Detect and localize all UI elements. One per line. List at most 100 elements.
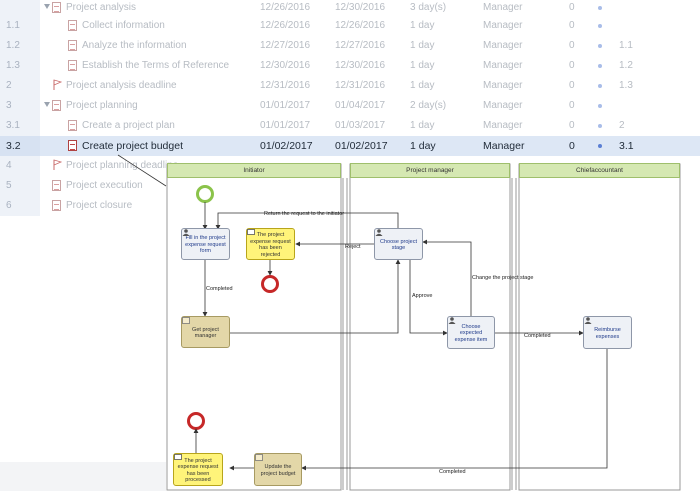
cell-cost: 0 (569, 2, 575, 13)
cell-resource: Manager (483, 100, 523, 111)
cell-resource: Manager (483, 40, 523, 51)
task-row[interactable]: 5 Project execution (0, 176, 700, 196)
row-number: 5 (0, 176, 40, 196)
task-choose-expense-item[interactable]: Choose expected expense item (447, 316, 495, 349)
task-icon (68, 60, 77, 71)
status-dot-icon (598, 24, 602, 28)
cell-duration: 1 day (410, 20, 435, 31)
row-number: 3 (0, 96, 40, 116)
user-icon (448, 317, 456, 324)
cell-end: 01/04/2017 (335, 100, 386, 111)
task-name[interactable]: Project execution (66, 180, 143, 191)
cell-resource: Manager (483, 2, 523, 13)
cell-end: 12/30/2016 (335, 60, 386, 71)
expand-collapse-icon[interactable] (44, 4, 50, 9)
flow-label-completed: Completed (206, 286, 233, 292)
task-row[interactable]: 1.3 Establish the Terms of Reference 12/30… (0, 56, 700, 76)
task-label: Fill in the project expense request form (185, 235, 226, 255)
task-name[interactable]: Project closure (66, 200, 133, 211)
user-icon (182, 229, 190, 236)
cell-cost: 0 (569, 100, 575, 111)
expand-collapse-icon[interactable] (44, 102, 50, 107)
status-dot-icon (598, 144, 602, 148)
task-name[interactable]: Create project budget (82, 140, 183, 152)
cell-duration: 2 day(s) (410, 100, 447, 111)
task-name[interactable]: Establish the Terms of Reference (82, 60, 230, 71)
task-icon (52, 2, 61, 13)
task-label: Get project manager (192, 326, 219, 340)
task-name[interactable]: Project planning (66, 100, 138, 111)
lane-header-project-manager: Project manager (350, 163, 510, 178)
task-request-processed[interactable]: The project expense request has been pro… (173, 453, 223, 486)
cell-end: 12/27/2016 (335, 40, 386, 51)
cell-pred: 1.1 (619, 40, 633, 51)
cell-duration: 1 day (410, 140, 436, 152)
row-number: 4 (0, 156, 40, 176)
task-name[interactable]: Analyze the information (82, 40, 187, 51)
status-dot-icon (598, 84, 602, 88)
cell-duration: 1 day (410, 80, 435, 91)
cell-start: 01/02/2017 (260, 140, 313, 152)
row-number: 3.1 (0, 116, 40, 136)
start-event[interactable] (196, 185, 214, 203)
task-icon (52, 180, 61, 191)
row-number (0, 0, 40, 18)
flow-label-change-stage: Change the project stage (472, 275, 534, 281)
cell-cost: 0 (569, 140, 575, 152)
note-icon (174, 454, 182, 460)
milestone-flag-icon (53, 159, 62, 170)
task-name[interactable]: Collect information (82, 20, 165, 31)
cell-cost: 0 (569, 120, 575, 131)
task-fill-form[interactable]: Fill in the project expense request form (181, 228, 230, 260)
milestone-flag-icon (53, 79, 62, 90)
task-label: The project expense request has been pro… (177, 457, 219, 484)
lane-header-initiator: Initiator (167, 163, 341, 178)
task-request-rejected[interactable]: The project expense request has been rej… (246, 228, 295, 260)
cell-resource: Manager (483, 20, 523, 31)
cell-start: 01/01/2017 (260, 120, 311, 131)
task-name[interactable]: Project planning deadline (66, 160, 179, 171)
task-get-manager[interactable]: Get project manager (181, 316, 230, 348)
cell-end: 12/31/2016 (335, 80, 386, 91)
task-label: Choose project stage (380, 238, 417, 252)
task-icon (68, 20, 77, 31)
task-label: Update the project budget (260, 464, 296, 477)
row-number: 1.2 (0, 36, 40, 56)
cell-start: 12/30/2016 (260, 60, 311, 71)
status-dot-icon (598, 64, 602, 68)
task-icon (68, 40, 77, 51)
task-icon (52, 200, 61, 211)
cell-start: 12/26/2016 (260, 20, 311, 31)
cell-pred: 3.1 (619, 140, 634, 152)
task-icon (68, 140, 77, 151)
note-icon (247, 229, 255, 235)
row-number: 1.3 (0, 56, 40, 76)
cell-start: 12/31/2016 (260, 80, 311, 91)
task-row[interactable]: 3.1 Create a project plan 01/01/2017 01/03/… (0, 116, 700, 136)
cell-resource: Manager (483, 140, 525, 152)
task-choose-stage[interactable]: Choose project stage (374, 228, 423, 260)
cell-end: 01/02/2017 (335, 140, 388, 152)
cell-resource: Manager (483, 120, 523, 131)
end-event-processed[interactable] (187, 412, 205, 430)
task-name[interactable]: Project analysis (66, 2, 137, 13)
flow-label-reject: Reject (345, 244, 361, 250)
task-update-budget[interactable]: Update the project budget (254, 453, 302, 486)
task-reimburse[interactable]: Reimburse expenses (583, 316, 632, 349)
cell-end: 01/03/2017 (335, 120, 386, 131)
process-diagram-popup: Initiator Project manager Chiefaccountan… (166, 163, 700, 491)
task-name[interactable]: Project analysis deadline (66, 80, 177, 91)
task-icon (52, 100, 61, 111)
cell-resource: Manager (483, 80, 523, 91)
cell-cost: 0 (569, 20, 575, 31)
task-name[interactable]: Create a project plan (82, 120, 175, 131)
end-event-rejected[interactable] (261, 275, 279, 293)
script-icon (255, 454, 263, 461)
